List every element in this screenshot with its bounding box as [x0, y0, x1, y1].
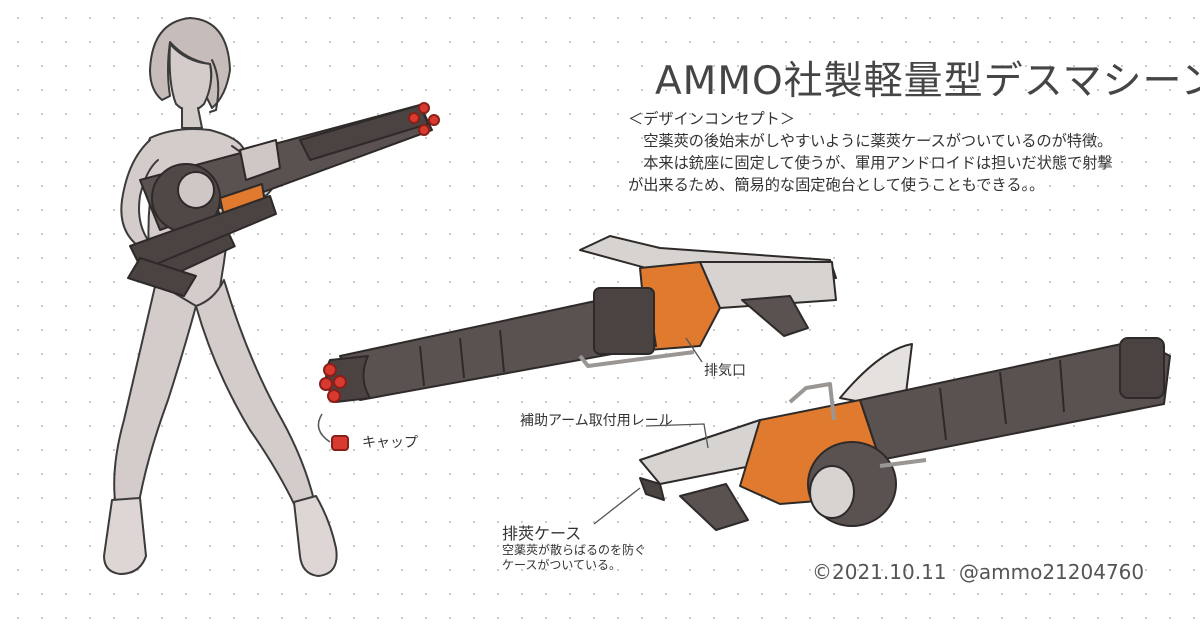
- footer-handle: @ammo21204760: [958, 560, 1145, 584]
- concept-line-3: が出来るため、簡易的な固定砲台として使うこともできる。。: [628, 176, 1045, 194]
- footer-date: ©2021.10.11: [812, 560, 947, 584]
- label-cap: キャップ: [362, 435, 418, 451]
- concept-line-1: 空薬莢の後始末がしやすいように薬莢ケースがついているのが特徴。: [628, 132, 1113, 150]
- design-concept: ＜デザインコンセプト＞ 空薬莢の後始末がしやすいように薬莢ケースがついているのが…: [628, 108, 1188, 196]
- label-case-desc-1: 空薬莢が散らばるのを防ぐ: [502, 543, 647, 557]
- page-title: AMMO社製軽量型デスマシーン: [655, 59, 1200, 104]
- lower-gun: [639, 337, 1171, 531]
- label-exhaust: 排気口: [704, 363, 746, 379]
- concept-line-2: 本来は銃座に固定して使うが、軍用アンドロイドは担いだ状態で射撃: [628, 154, 1113, 172]
- label-rail: 補助アーム取付用レール: [520, 413, 673, 429]
- character-figure: [103, 17, 338, 577]
- concept-heading: ＜デザインコンセプト＞: [628, 110, 796, 128]
- held-weapon: [127, 102, 440, 297]
- label-case-desc-2: ケースがついている。: [502, 558, 622, 572]
- upper-gun: [317, 235, 837, 451]
- footer-credit: ©2021.10.11 @ammo21204760: [812, 560, 1144, 584]
- label-case-title: 排莢ケース: [502, 524, 582, 543]
- leader-lines: [593, 337, 709, 525]
